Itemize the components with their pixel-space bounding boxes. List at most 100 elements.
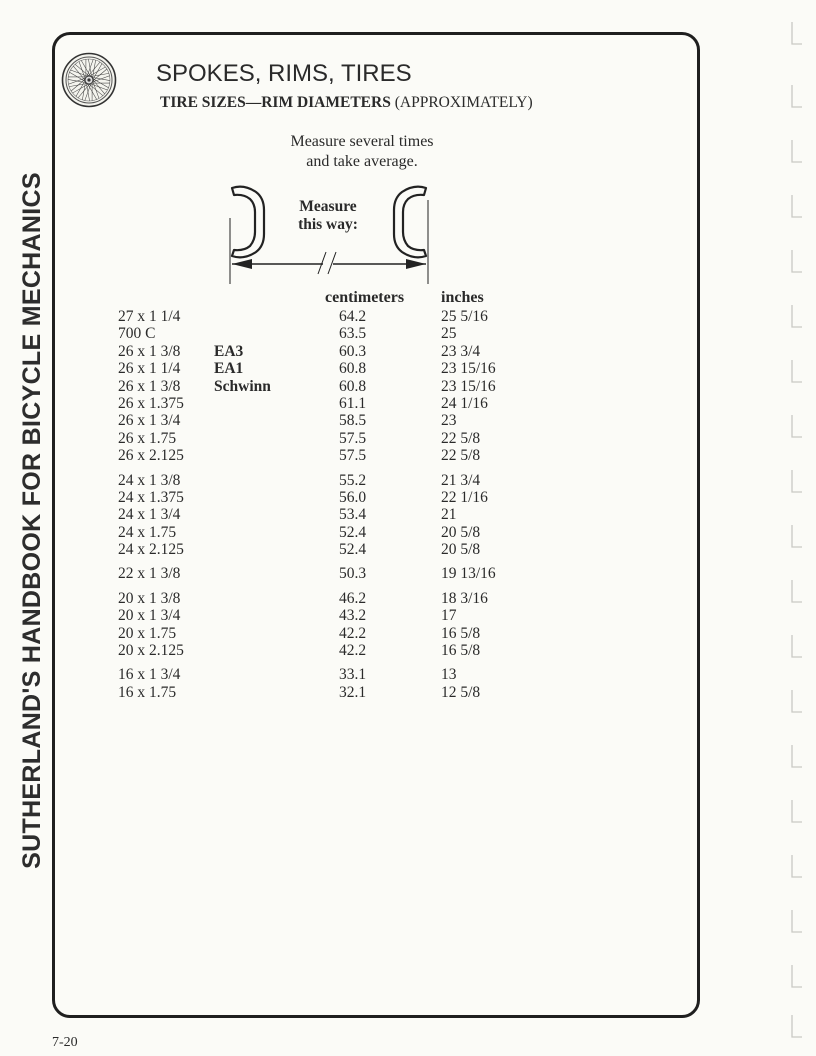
wheel-spoke [88,83,104,96]
inches-cell: 21 [441,506,457,524]
centimeters-cell: 53.4 [339,506,367,524]
tire-size-cell: 24 x 1 3/4 [118,506,181,524]
tire-size-cell: 20 x 1 3/8 [118,589,181,607]
tire-size-cell: 26 x 1 1/4 [118,360,181,378]
column-header-inches: inches [441,289,484,306]
wheel-spoke [91,77,109,88]
inches-cell: 16 5/8 [441,624,481,642]
binder-hole-mark [791,855,802,878]
centimeters-cell: 56.0 [339,488,367,506]
binder-hole-mark [791,965,802,988]
break-mark-1 [317,251,327,275]
inches-cell: 23 15/16 [441,377,496,395]
break-mark-2 [327,251,337,275]
centimeters-cell: 61.1 [339,394,367,412]
inches-cell: 21 3/4 [441,471,481,489]
centimeters-cell: 55.2 [339,471,367,489]
wheel-spoke [81,60,92,78]
binder-hole-mark [791,525,802,548]
binder-hole-mark [791,22,802,45]
binder-hole-mark [791,910,802,933]
wheel-spoke [90,73,109,77]
inches-cell: 13 [441,666,457,684]
centimeters-cell: 60.8 [339,360,367,378]
inches-cell: 23 [441,412,457,430]
centimeters-cell: 43.2 [339,607,367,625]
binder-hole-mark [791,635,802,658]
rim-type-cell: Schwinn [214,377,271,395]
centimeters-cell: 52.4 [339,541,367,559]
inches-cell: 17 [441,607,457,625]
tire-size-cell: 20 x 1.75 [118,624,177,642]
tire-size-cell: 26 x 1.375 [118,394,184,412]
centimeters-cell: 52.4 [339,523,367,541]
rim-type-cell: EA1 [214,360,244,378]
inches-cell: 22 1/16 [441,488,488,506]
centimeters-cell: 60.3 [339,342,367,360]
rim-measure-diagram [229,185,429,284]
right-rim-profile [392,185,428,259]
centimeters-cell: 64.2 [339,308,367,325]
binder-hole-mark [791,140,802,163]
binder-hole-mark [791,690,802,713]
measure-label-line-1: Measure [299,198,357,215]
tire-size-cell: 16 x 1 3/4 [118,666,181,684]
bicycle-wheel-icon [61,52,117,108]
tire-size-cell: 24 x 2.125 [118,541,184,559]
tire-size-cell: 26 x 1 3/8 [118,342,181,360]
measure-note-line-2: and take average. [306,153,418,170]
centimeters-cell: 57.5 [339,447,367,465]
rim-type-cell: EA3 [214,342,244,360]
column-header-centimeters: centimeters [325,289,405,306]
subtitle-rest: (APPROXIMATELY) [390,94,533,111]
wheel-spoke [70,69,89,77]
tire-size-cell: 26 x 1 3/8 [118,377,181,395]
inches-cell: 18 3/16 [441,589,488,607]
inches-cell: 22 5/8 [441,447,481,465]
tire-size-cell: 26 x 2.125 [118,447,184,465]
wheel-spoke [74,64,90,77]
centimeters-cell: 63.5 [339,325,367,343]
binder-hole-mark [791,800,802,823]
measure-label-line-2: this way: [298,216,358,233]
section-title: SPOKES, RIMS, TIRES [156,60,412,87]
inches-cell: 16 5/8 [441,642,481,660]
inches-cell: 20 5/8 [441,523,481,541]
wheel-spoke [68,77,87,85]
tire-size-cell: 24 x 1 3/8 [118,471,181,489]
centimeters-cell: 42.2 [339,624,367,642]
centimeters-cell: 57.5 [339,429,367,447]
inches-cell: 12 5/8 [441,683,481,701]
wheel-spoke [82,81,86,100]
inches-cell: 20 5/8 [441,541,481,559]
centimeters-cell: 42.2 [339,642,367,660]
binder-hole-mark [791,360,802,383]
inches-cell: 24 1/16 [441,394,488,412]
page-frame [52,32,700,1018]
centimeters-cell: 33.1 [339,666,367,684]
binder-hole-mark [791,745,802,768]
centimeters-cell: 32.1 [339,683,367,701]
tire-size-cell: 24 x 1.375 [118,488,184,506]
page-number: 7-20 [52,1035,78,1050]
wheel-spoke [75,79,86,97]
section-subtitle: TIRE SIZES—RIM DIAMETERS (APPROXIMATELY) [160,94,533,112]
inches-cell: 22 5/8 [441,429,481,447]
tire-size-cell: 24 x 1.75 [118,523,177,541]
subtitle-bold: TIRE SIZES—RIM DIAMETERS [160,94,391,111]
tire-size-cell: 700 C [118,325,156,343]
wheel-spoke [86,82,97,100]
centimeters-cell: 50.3 [339,565,367,583]
left-rim-profile [230,185,266,259]
inches-cell: 25 [441,325,457,343]
wheel-spoke [85,82,90,102]
binder-hole-mark [791,1015,802,1038]
binder-hole-mark [791,415,802,438]
measure-label: Measure this way: [288,198,368,234]
wheel-spoke [70,78,86,92]
measure-arrow-left [232,259,252,269]
book-title-text: SUTHERLAND'S HANDBOOK FOR BICYCLE MECHAN… [17,171,46,869]
centimeters-cell: 60.8 [339,377,367,395]
tire-size-cell: 26 x 1 3/4 [118,412,181,430]
inches-cell: 19 13/16 [441,565,496,583]
